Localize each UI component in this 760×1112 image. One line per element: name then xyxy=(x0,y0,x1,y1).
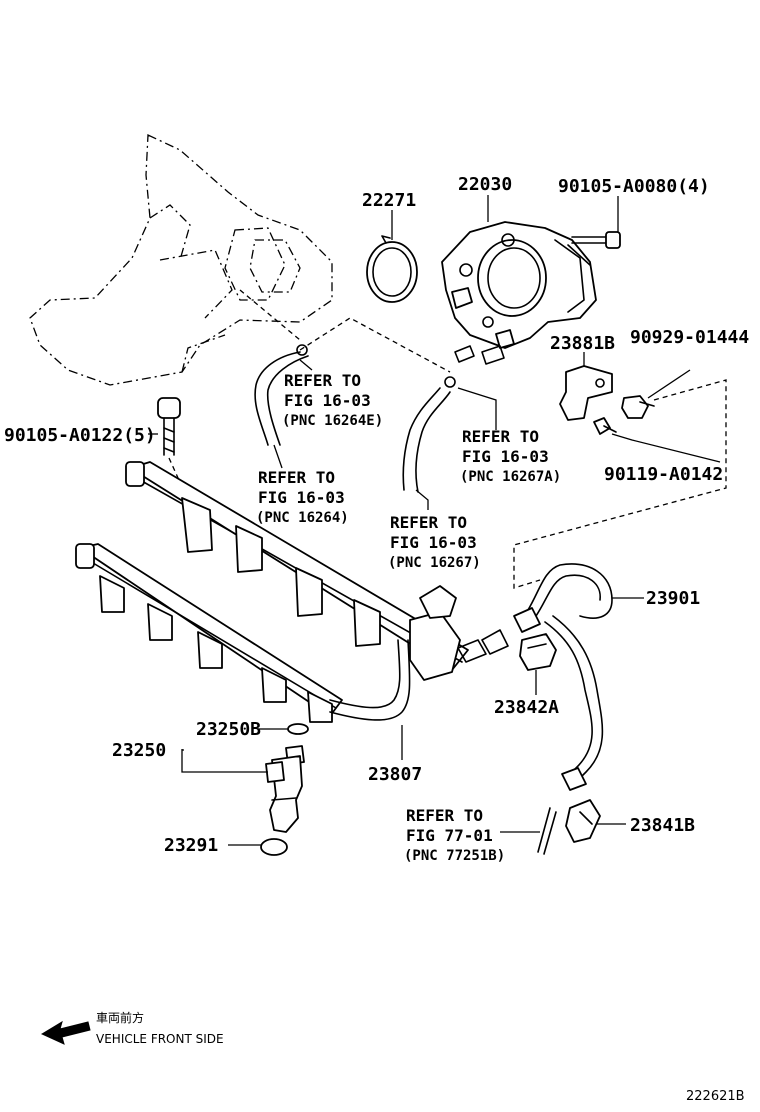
label-23901: 23901 xyxy=(646,588,700,609)
svg-text:(PNC 16264): (PNC 16264) xyxy=(256,510,349,526)
label-23841b: 23841B xyxy=(630,815,695,836)
label-22271: 22271 xyxy=(362,190,416,211)
label-90929-01444: 90929-01444 xyxy=(630,327,749,348)
svg-text:REFER TO: REFER TO xyxy=(258,468,335,487)
gasket-22271 xyxy=(366,235,418,303)
figure-code: 222621B xyxy=(686,1089,745,1104)
label-90105-a0080: 90105-A0080(4) xyxy=(558,176,710,197)
label-90119-a0142: 90119-A0142 xyxy=(604,464,723,485)
svg-text:FIG 16-03: FIG 16-03 xyxy=(462,447,549,466)
label-23881b: 23881B xyxy=(550,333,615,354)
svg-text:FIG 16-03: FIG 16-03 xyxy=(258,488,345,507)
vehicle-front-arrow-icon xyxy=(40,1020,91,1045)
label-22030: 22030 xyxy=(458,174,512,195)
svg-text:FIG 77-01: FIG 77-01 xyxy=(406,826,493,845)
throttle-nipples xyxy=(454,345,505,365)
vehicle-front-label-jp: 車両前方 xyxy=(96,1010,144,1025)
fuel-hose-23901 xyxy=(513,563,613,783)
svg-text:(PNC 16267): (PNC 16267) xyxy=(388,555,481,571)
engine-manifold-outline xyxy=(29,134,333,386)
ref-note-16264: REFER TO FIG 16-03 (PNC 16264) xyxy=(256,468,349,526)
connector-23842a xyxy=(519,633,557,671)
ref-note-16267: REFER TO FIG 16-03 (PNC 16267) xyxy=(388,513,481,571)
lower-fuel-rail xyxy=(75,543,343,723)
bracket-23881b xyxy=(559,352,613,421)
label-23842a: 23842A xyxy=(494,697,559,718)
svg-text:REFER TO: REFER TO xyxy=(284,371,361,390)
sensor-90929-01444 xyxy=(621,395,655,419)
label-23807: 23807 xyxy=(368,764,422,785)
svg-text:REFER TO: REFER TO xyxy=(390,513,467,532)
vacuum-hose-16267a xyxy=(402,376,456,493)
svg-text:REFER TO: REFER TO xyxy=(406,806,483,825)
bolt-90105-a0080 xyxy=(571,231,621,249)
label-23250b: 23250B xyxy=(196,719,261,740)
screw-90119-a0142 xyxy=(593,417,617,435)
label-23291: 23291 xyxy=(164,835,218,856)
svg-text:FIG 16-03: FIG 16-03 xyxy=(284,391,371,410)
svg-text:(PNC 16267A): (PNC 16267A) xyxy=(460,469,561,485)
label-90105-a0122: 90105-A0122(5) xyxy=(4,425,156,446)
fuel-line-23807 xyxy=(329,639,411,721)
ref-note-16267a: REFER TO FIG 16-03 (PNC 16267A) xyxy=(460,427,561,485)
ref-note-16264e: REFER TO FIG 16-03 (PNC 16264E) xyxy=(282,371,383,429)
fuel-injector-23250 xyxy=(265,723,309,833)
svg-text:REFER TO: REFER TO xyxy=(462,427,539,446)
vehicle-front-label-en: VEHICLE FRONT SIDE xyxy=(96,1032,224,1046)
injector-seal-23291 xyxy=(260,838,288,856)
upper-fuel-rail xyxy=(125,461,509,681)
bolt-90105-a0122 xyxy=(157,397,181,456)
svg-text:(PNC 77251B): (PNC 77251B) xyxy=(404,848,505,864)
throttle-body-22030 xyxy=(441,221,597,349)
vacuum-hose-16264e xyxy=(254,344,309,446)
svg-text:FIG 16-03: FIG 16-03 xyxy=(390,533,477,552)
svg-text:(PNC 16264E): (PNC 16264E) xyxy=(282,413,383,429)
label-23250: 23250 xyxy=(112,740,166,761)
ref-note-77251b: REFER TO FIG 77-01 (PNC 77251B) xyxy=(404,806,505,864)
connector-23841b xyxy=(561,767,601,843)
